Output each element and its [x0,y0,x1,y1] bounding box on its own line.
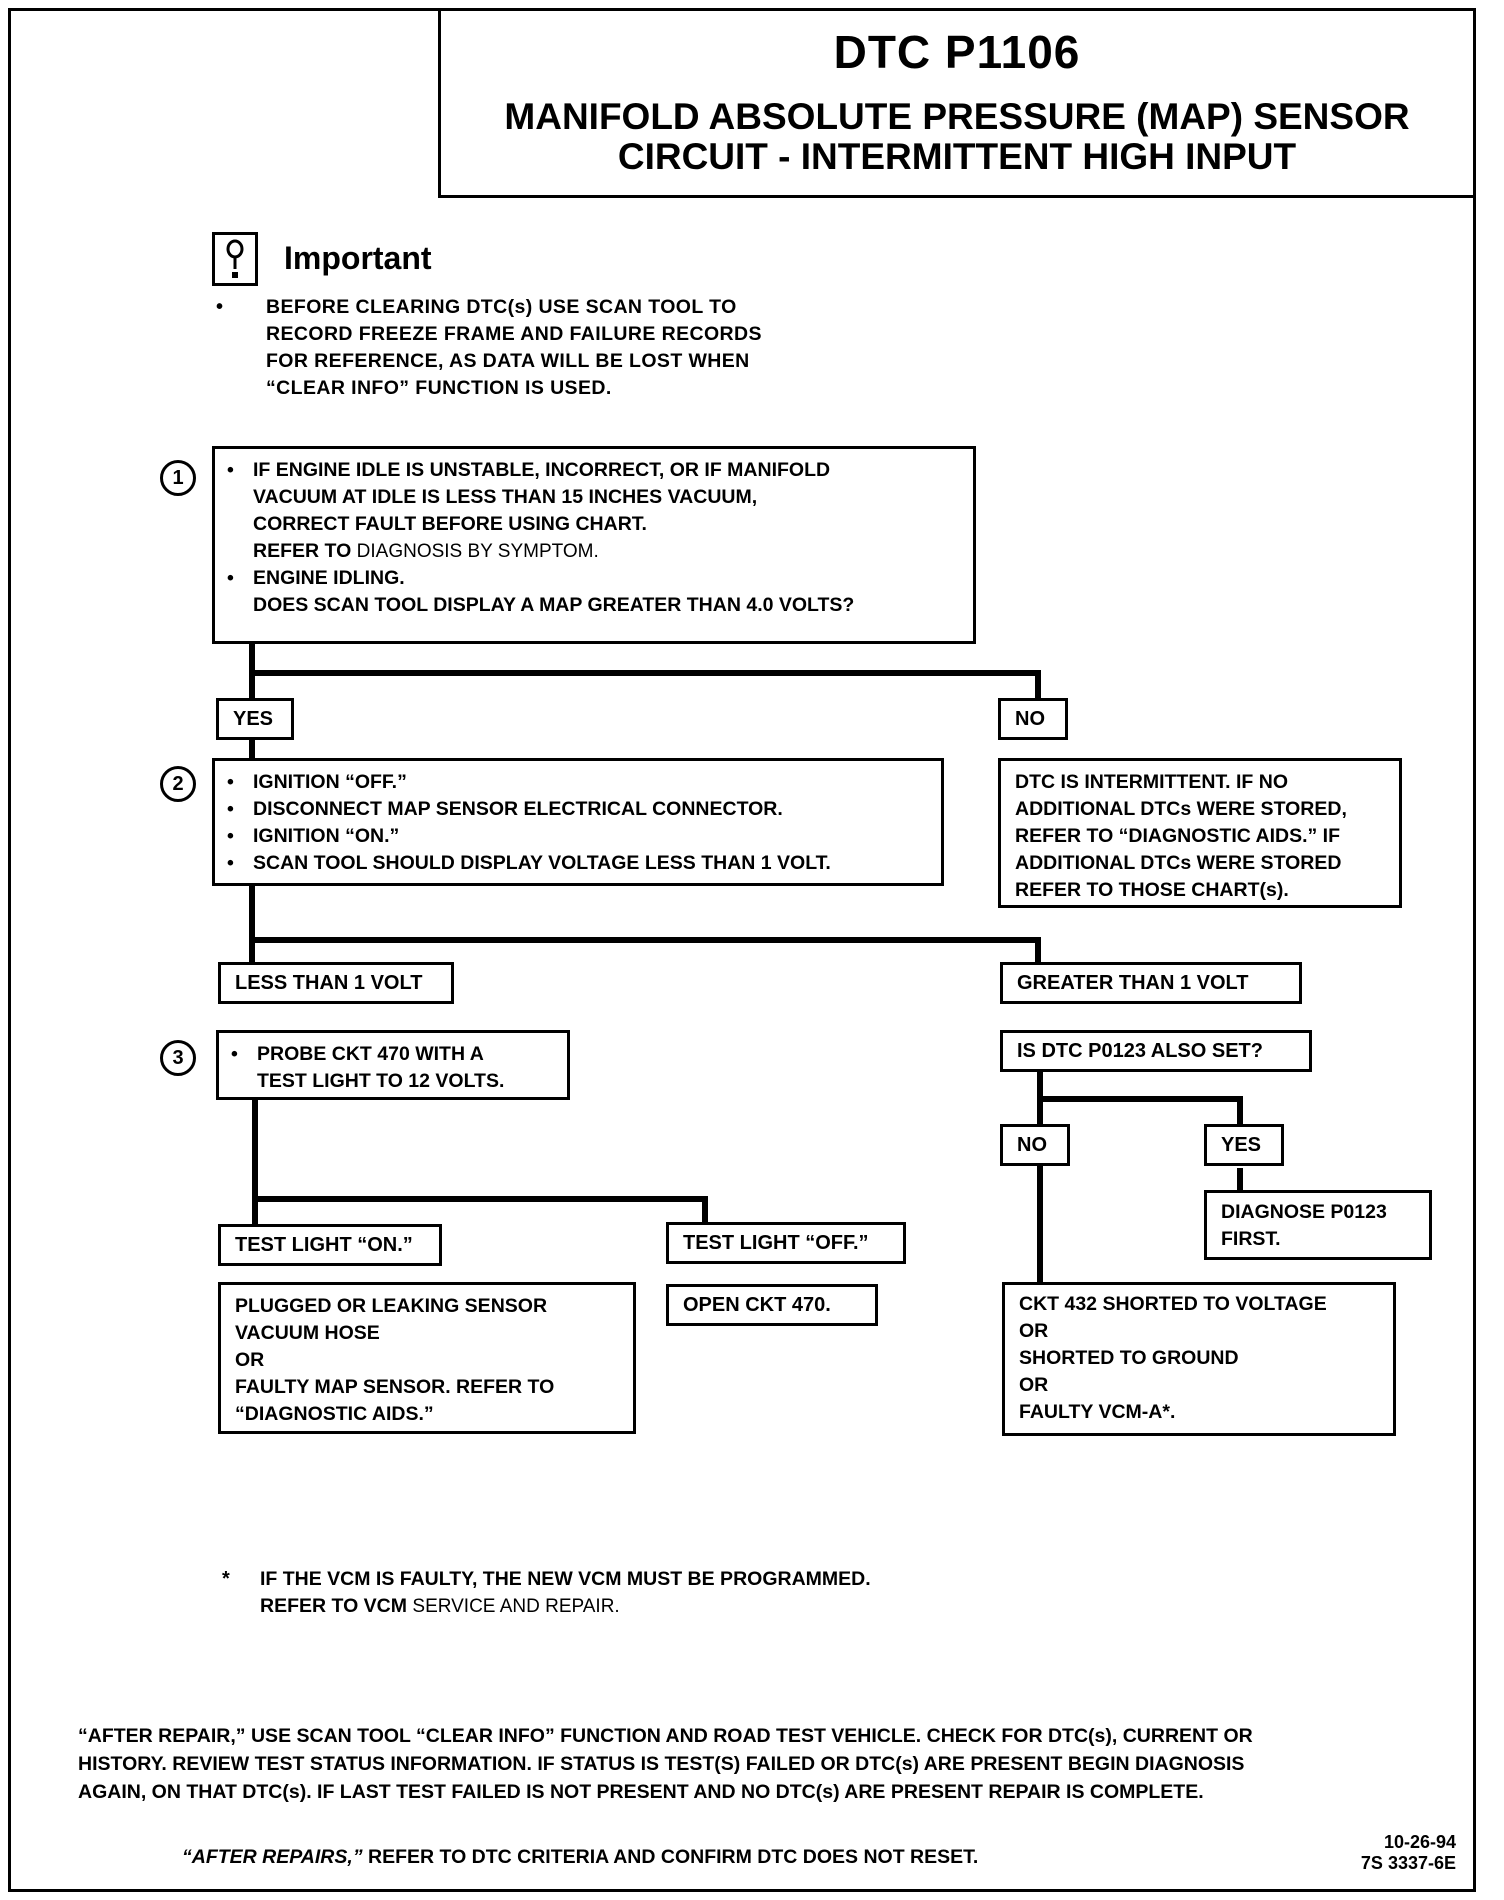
step-1-line: VACUUM AT IDLE IS LESS THAN 15 INCHES VA… [253,486,758,508]
step-3-line: PROBE CKT 470 WITH A [231,1041,553,1068]
result-line: FAULTY VCM-A*. [1019,1401,1176,1423]
no-label: NO [998,698,1068,740]
connector [1237,1096,1243,1126]
connector [252,1098,258,1240]
document-number: 7S 3337-6E [1360,1853,1456,1873]
less-than-1v-label: LESS THAN 1 VOLT [218,962,454,1004]
footnote-reference: SERVICE AND REPAIR. [412,1596,620,1617]
step-1-line: CORRECT FAULT BEFORE USING CHART. [253,513,647,535]
result-line: OR [1019,1320,1049,1342]
step-2-marker: 2 [160,766,196,802]
result-line: CKT 432 SHORTED TO VOLTAGE [1019,1293,1327,1315]
exclamation-icon [212,232,258,286]
yes-label-2: YES [1204,1124,1284,1166]
important-heading: Important [284,240,432,276]
important-bullet: • [216,296,224,318]
step-1-line: REFER TO [253,540,352,562]
step-2-line: IGNITION “ON.” [227,823,927,850]
dtc-code: DTC P1106 [833,26,1081,78]
step-1-box: IF ENGINE IDLE IS UNSTABLE, INCORRECT, O… [212,446,976,644]
important-text: BEFORE CLEARING DTC(s) USE SCAN TOOL TO … [266,294,762,402]
result-line: OR [1019,1374,1049,1396]
important-line: “CLEAR INFO” FUNCTION IS USED. [266,377,612,399]
result-line: REFER TO “DIAGNOSTIC AIDS.” IF [1015,825,1341,847]
document-date: 10-26-94 [1383,1832,1456,1852]
greater-than-1v-label: GREATER THAN 1 VOLT [1000,962,1302,1004]
after-repairs-text: REFER TO DTC CRITERIA AND CONFIRM DTC DO… [368,1846,979,1868]
important-line: RECORD FREEZE FRAME AND FAILURE RECORDS [266,323,762,345]
result-line: DTC IS INTERMITTENT. IF NO [1015,771,1288,793]
step-2-line: IGNITION “OFF.” [227,769,927,796]
result-line: ADDITIONAL DTCs WERE STORED [1015,852,1342,874]
step-1-reference: DIAGNOSIS BY SYMPTOM. [356,541,599,562]
no-label-2: NO [1000,1124,1070,1166]
intermittent-result-box: DTC IS INTERMITTENT. IF NO ADDITIONAL DT… [998,758,1402,908]
yes-label: YES [216,698,294,740]
footnote-text: IF THE VCM IS FAULTY, THE NEW VCM MUST B… [260,1566,871,1620]
important-line: FOR REFERENCE, AS DATA WILL BE LOST WHEN [266,350,750,372]
result-line: OR [235,1349,265,1371]
document-reference: 10-26-94 7S 3337-6E [1320,1832,1456,1874]
title-line-1: MANIFOLD ABSOLUTE PRESSURE (MAP) SENSOR [504,96,1410,137]
connector [252,937,1041,943]
connector [252,1196,708,1202]
result-line: ADDITIONAL DTCs WERE STORED, [1015,798,1347,820]
result-line: VACUUM HOSE [235,1322,380,1344]
step-1-line: DOES SCAN TOOL DISPLAY A MAP GREATER THA… [253,594,855,616]
after-repair-line: “AFTER REPAIR,” USE SCAN TOOL “CLEAR INF… [78,1725,1253,1747]
step-3-box: PROBE CKT 470 WITH A TEST LIGHT TO 12 VO… [216,1030,570,1100]
result-line: “DIAGNOSTIC AIDS.” [235,1403,434,1425]
after-repair-paragraph: “AFTER REPAIR,” USE SCAN TOOL “CLEAR INF… [78,1722,1253,1806]
step-1-line: IF ENGINE IDLE IS UNSTABLE, INCORRECT, O… [227,457,959,484]
step-2-line: DISCONNECT MAP SENSOR ELECTRICAL CONNECT… [227,796,927,823]
result-line: PLUGGED OR LEAKING SENSOR [235,1295,548,1317]
important-line: BEFORE CLEARING DTC(s) USE SCAN TOOL TO [266,296,737,318]
result-line: SHORTED TO GROUND [1019,1347,1239,1369]
title-line-2: CIRCUIT - INTERMITTENT HIGH INPUT [617,136,1297,177]
step-2-line: SCAN TOOL SHOULD DISPLAY VOLTAGE LESS TH… [227,850,927,877]
plugged-hose-result-box: PLUGGED OR LEAKING SENSOR VACUUM HOSE OR… [218,1282,636,1434]
connector [702,1196,708,1226]
connector [1037,1096,1243,1102]
connector [249,670,1041,676]
step-1-line: ENGINE IDLING. [227,565,959,592]
footnote-line: REFER TO VCM [260,1595,407,1617]
footnote-line: IF THE VCM IS FAULTY, THE NEW VCM MUST B… [260,1568,871,1590]
after-repairs-italic: “AFTER REPAIRS,” [182,1846,363,1868]
step-1-marker: 1 [160,460,196,496]
result-line: REFER TO THOSE CHART(s). [1015,879,1289,901]
after-repair-line: AGAIN, ON THAT DTC(s). IF LAST TEST FAIL… [78,1781,1204,1803]
after-repair-line: HISTORY. REVIEW TEST STATUS INFORMATION.… [78,1753,1245,1775]
connector [1237,1168,1243,1194]
footnote-star: * [222,1568,230,1590]
connector [1035,937,1041,965]
connector [1037,1064,1043,1294]
step-2-box: IGNITION “OFF.” DISCONNECT MAP SENSOR EL… [212,758,944,886]
result-line: FIRST. [1221,1228,1281,1250]
step-3-marker: 3 [160,1040,196,1076]
open-ckt-result-box: OPEN CKT 470. [666,1284,878,1326]
result-line: FAULTY MAP SENSOR. REFER TO [235,1376,555,1398]
p0123-question-box: IS DTC P0123 ALSO SET? [1000,1030,1312,1072]
ckt432-result-box: CKT 432 SHORTED TO VOLTAGE OR SHORTED TO… [1002,1282,1396,1436]
after-repairs-note: “AFTER REPAIRS,” REFER TO DTC CRITERIA A… [182,1844,978,1871]
title-block: DTC P1106 MANIFOLD ABSOLUTE PRESSURE (MA… [438,8,1476,198]
connector [1035,670,1041,700]
diagnose-p0123-box: DIAGNOSE P0123 FIRST. [1204,1190,1432,1260]
step-3-line: TEST LIGHT TO 12 VOLTS. [257,1070,505,1092]
test-light-off-label: TEST LIGHT “OFF.” [666,1222,906,1264]
test-light-on-label: TEST LIGHT “ON.” [218,1224,442,1266]
result-line: DIAGNOSE P0123 [1221,1201,1387,1223]
